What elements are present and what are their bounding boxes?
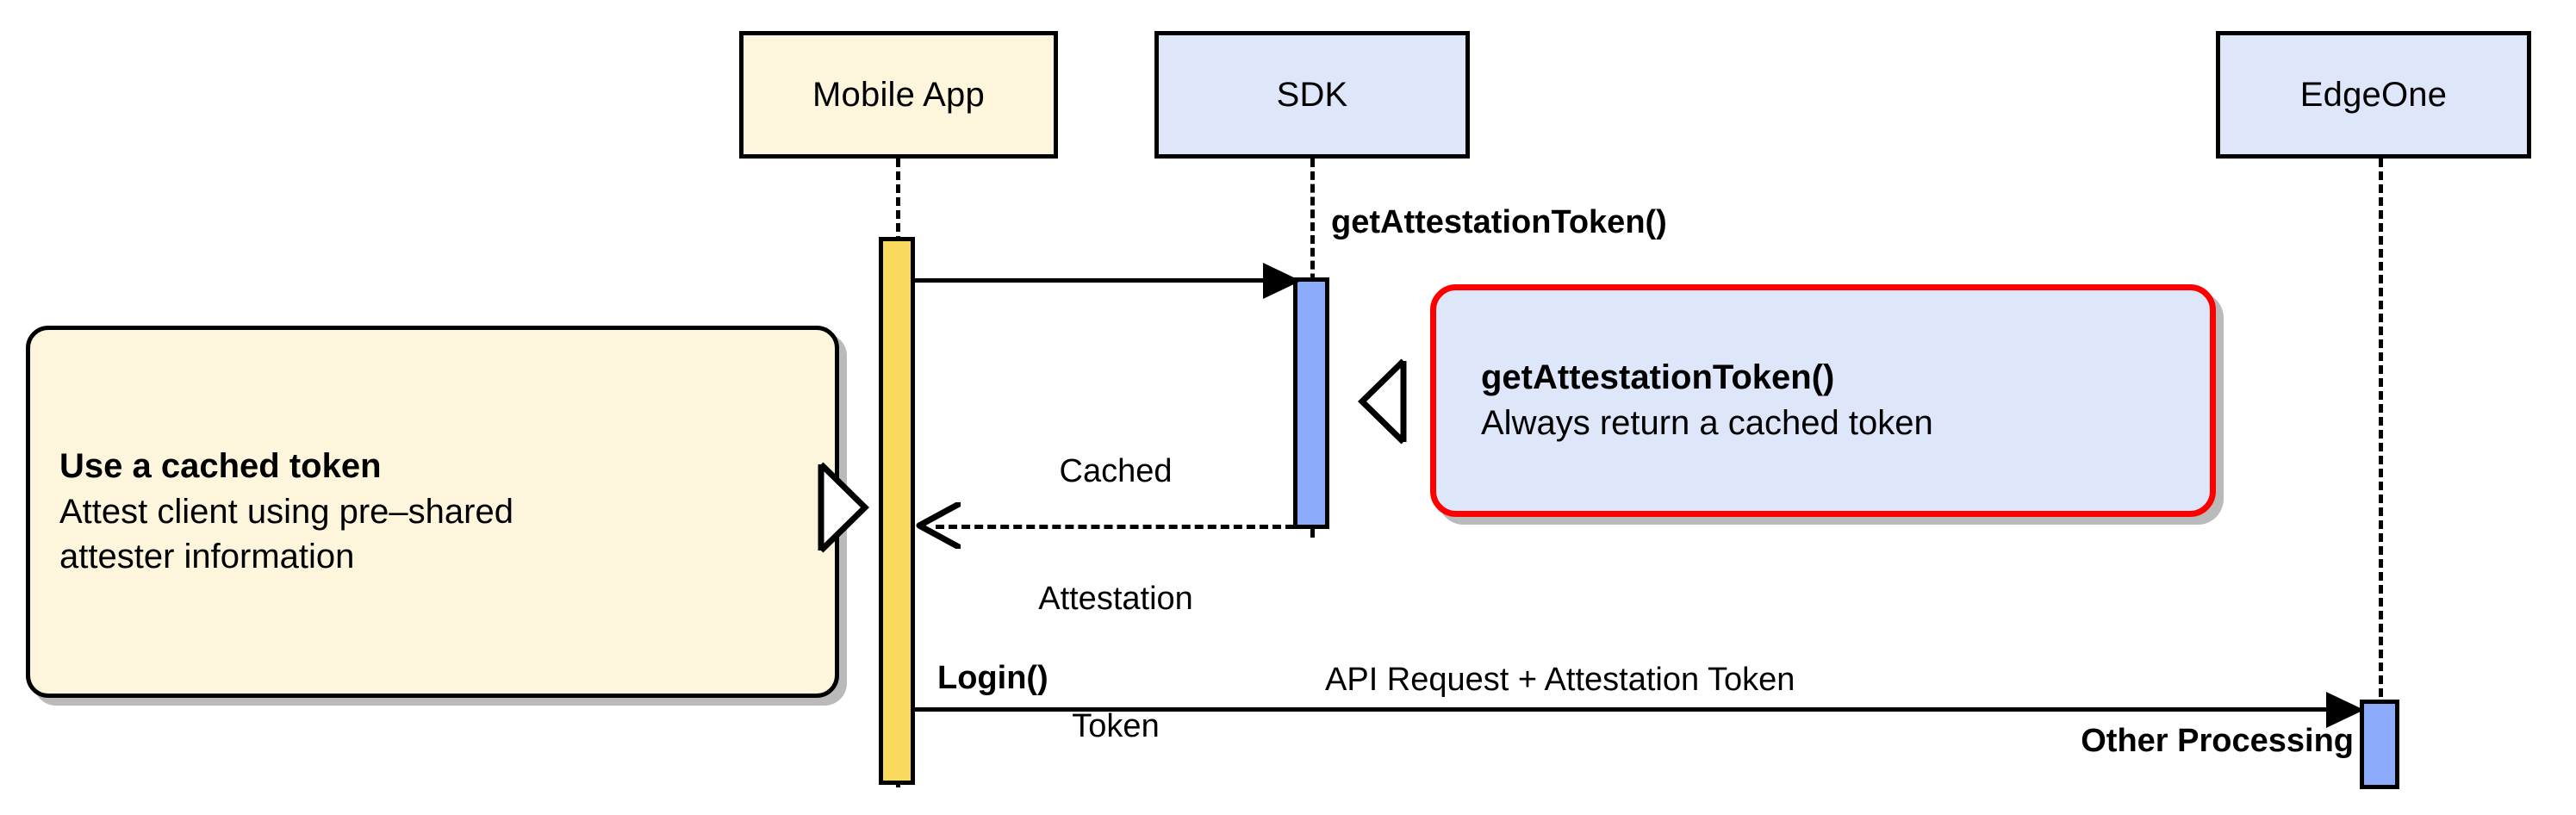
message-label-login: Login() xyxy=(937,660,1048,696)
note-cached-token[interactable]: Use a cached token Attest client using p… xyxy=(26,326,839,698)
message-label-other-processing: Other Processing xyxy=(2081,723,2354,759)
note-pointer-right-icon xyxy=(817,460,870,559)
note-cached-token-line-1: Use a cached token xyxy=(59,446,382,485)
message-line-login xyxy=(915,707,2336,712)
message-label-line-2: Attestation xyxy=(1038,580,1193,617)
arrowhead-login xyxy=(2326,688,2364,736)
lifeline-edgeone xyxy=(2379,159,2383,710)
participant-label-mobile-app: Mobile App xyxy=(812,75,985,114)
activation-bar-edgeone xyxy=(2360,700,2399,789)
note-cached-token-line-3: attester information xyxy=(59,538,355,576)
arrowhead-cached-attestation-token xyxy=(916,501,962,553)
activation-bar-sdk xyxy=(1293,277,1329,529)
message-line-cached-attestation-token xyxy=(936,525,1294,529)
note-sdk-behavior-line-2: Always return a cached token xyxy=(1481,404,1933,442)
message-label-api-request: API Request + Attestation Token xyxy=(1325,662,1795,698)
note-cached-token-line-2: Attest client using pre–shared xyxy=(59,492,513,531)
message-label-line-1: Cached xyxy=(1059,452,1173,489)
message-line-get-attestation-token xyxy=(915,278,1270,283)
participant-box-mobile-app[interactable]: Mobile App xyxy=(739,31,1058,159)
note-sdk-behavior-line-1: getAttestationToken() xyxy=(1481,358,1835,397)
participant-label-edgeone: EdgeOne xyxy=(2299,75,2448,114)
participant-box-sdk[interactable]: SDK xyxy=(1154,31,1470,159)
message-label-get-attestation-token: getAttestationToken() xyxy=(1331,204,1667,240)
arrowhead-get-attestation-token xyxy=(1263,259,1301,307)
participant-label-sdk: SDK xyxy=(1276,75,1348,114)
note-pointer-left-icon xyxy=(1357,357,1408,451)
message-label-line-3: Token xyxy=(1072,708,1160,745)
activation-bar-mobile-app xyxy=(879,237,915,785)
message-label-cached-attestation-token: Cached Attestation Token xyxy=(956,365,1275,815)
participant-box-edgeone[interactable]: EdgeOne xyxy=(2216,31,2531,159)
note-sdk-behavior[interactable]: getAttestationToken() Always return a ca… xyxy=(1430,284,2216,517)
